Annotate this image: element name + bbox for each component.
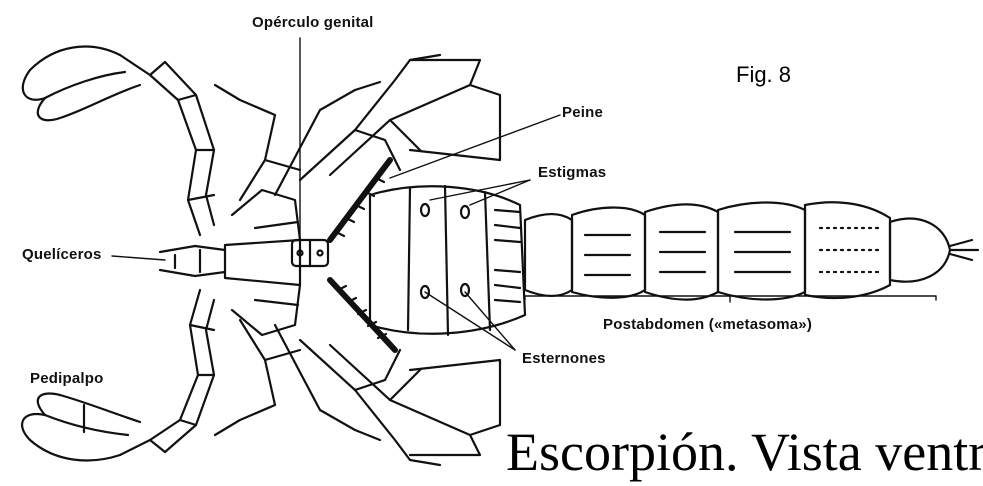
pectines <box>330 160 395 350</box>
legs-lower <box>215 320 500 465</box>
label-pedipalpo: Pedipalpo <box>30 370 103 387</box>
metasoma <box>525 202 978 299</box>
chelicerae <box>160 246 225 276</box>
figure-number: Fig. 8 <box>736 62 791 88</box>
legs-upper <box>215 55 500 200</box>
label-postabdomen: Postabdomen («metasoma») <box>603 316 812 333</box>
label-queliceros: Quelíceros <box>22 246 102 263</box>
prosoma <box>225 190 300 335</box>
genital-operculum <box>292 240 328 266</box>
label-estigmas: Estigmas <box>538 164 606 181</box>
upper-pedipalp <box>23 47 214 235</box>
mesosoma <box>370 186 525 335</box>
label-operculo-genital: Opérculo genital <box>252 14 374 31</box>
figure-caption: Escorpión. Vista ventral <box>506 418 983 486</box>
label-peine: Peine <box>562 104 603 121</box>
label-esternones: Esternones <box>522 350 606 367</box>
